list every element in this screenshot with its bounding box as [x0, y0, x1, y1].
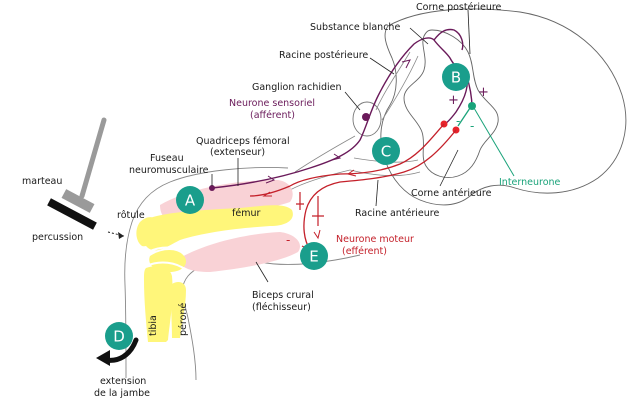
plus-sign-2: + — [478, 85, 489, 100]
posterior-root-outline-2 — [381, 55, 419, 121]
plus-sign-1: + — [448, 93, 459, 108]
label-racine-posterieure: Racine postérieure — [279, 50, 368, 61]
label-perone: péroné — [178, 303, 189, 336]
svg-text:C: C — [381, 143, 391, 161]
badge-a: A — [176, 186, 204, 214]
leader-ganglion — [344, 91, 361, 111]
label-fuseau-2: neuromusculaire — [129, 165, 209, 176]
minus-sign-1: - — [456, 114, 460, 128]
fibula-bone — [171, 282, 186, 338]
spinal-cord-outline — [380, 8, 627, 206]
label-rotule: rôtule — [117, 210, 145, 221]
thigh-outline — [124, 167, 289, 379]
anterior-root-outline — [349, 169, 421, 177]
thigh-outline-lower — [182, 254, 361, 381]
label-ganglion: Ganglion rachidien — [252, 82, 342, 93]
motor-quadriceps-fork — [296, 192, 304, 210]
leader-corne-posterieure — [467, 9, 471, 55]
minus-sign-2: - — [470, 119, 474, 133]
joint-line-2 — [145, 261, 187, 271]
patella-bone — [136, 217, 158, 247]
nerve-trunk-outline-2 — [289, 169, 351, 191]
leader-racine-anterieure — [375, 179, 379, 207]
tibia-bone — [144, 266, 173, 342]
svg-text:B: B — [451, 69, 461, 87]
label-corne-posterieure: Corne postérieure — [416, 2, 502, 13]
interneuron-leader — [473, 107, 515, 177]
leader-biceps — [255, 261, 269, 283]
leader-corne-anterieure — [439, 149, 459, 187]
label-corne-anterieure: Corne antérieure — [411, 188, 492, 199]
label-neurone-moteur: Neurone moteur — [336, 234, 414, 245]
percussion-arrowhead — [118, 232, 124, 239]
label-tibia: tibia — [148, 315, 159, 336]
label-femur: fémur — [232, 208, 260, 219]
biceps-muscle — [179, 232, 300, 272]
badge-d: D — [105, 322, 133, 350]
sensory-arrow-2 — [331, 153, 342, 161]
posterior-root-outline — [375, 51, 411, 111]
label-percussion: percussion — [32, 232, 83, 243]
sensory-cell-body — [362, 113, 370, 121]
label-afferent: (afférent) — [250, 110, 295, 121]
label-substance-blanche: Substance blanche — [310, 22, 400, 33]
sensory-arrow-3 — [401, 59, 411, 69]
label-flechisseur: (fléchisseur) — [252, 302, 311, 313]
label-marteau: marteau — [22, 176, 62, 187]
svg-text:D: D — [113, 328, 125, 346]
leader-substance-blanche — [409, 27, 429, 45]
sensory-neuron-path — [211, 37, 435, 189]
leader-racine-posterieure — [369, 57, 395, 75]
motor-arrow-3 — [313, 229, 321, 240]
label-fuseau-1: Fuseau — [150, 153, 184, 164]
label-biceps: Biceps crural — [252, 290, 314, 301]
hammer-head — [61, 189, 95, 213]
femur-bone — [141, 205, 293, 251]
interneuron-axon — [457, 107, 471, 127]
svg-text:E: E — [309, 248, 318, 266]
motor-neuron-path-1 — [289, 123, 445, 187]
hammer-handle — [79, 117, 107, 199]
grey-matter-outline — [403, 29, 499, 178]
label-extenseur: (extenseur) — [210, 147, 265, 158]
sensory-neuron-branch-2 — [433, 28, 464, 51]
hammer-striker — [47, 198, 97, 230]
minus-sign-3: - — [286, 233, 290, 247]
label-quadriceps: Quadriceps fémoral — [196, 136, 290, 147]
label-extension-1: extension — [100, 376, 146, 387]
label-interneurone: Interneurone — [499, 177, 561, 188]
badge-b: B — [442, 63, 470, 91]
muscle-spindle — [209, 185, 215, 191]
badge-e: E — [300, 242, 328, 270]
joint-line — [147, 246, 187, 253]
label-neurone-sensoriel: Neurone sensoriel — [229, 98, 315, 109]
badge-c: C — [372, 137, 400, 165]
motor-arrow-2 — [262, 191, 272, 197]
label-extension-2: de la jambe — [94, 388, 150, 399]
motor-arrow-1 — [346, 169, 357, 177]
motor-neuron-path-2 — [303, 129, 457, 251]
extension-arrowhead — [96, 350, 110, 366]
label-efferent: (efférent) — [342, 246, 387, 257]
sensory-arrow-1 — [265, 175, 276, 184]
motor-quadriceps-branch — [249, 185, 291, 197]
label-racine-anterieure: Racine antérieure — [355, 208, 439, 219]
svg-text:A: A — [185, 192, 196, 210]
nerve-trunk-outline — [294, 135, 356, 173]
motor-branch-mid — [312, 196, 324, 226]
ganglion-outline — [352, 101, 382, 137]
